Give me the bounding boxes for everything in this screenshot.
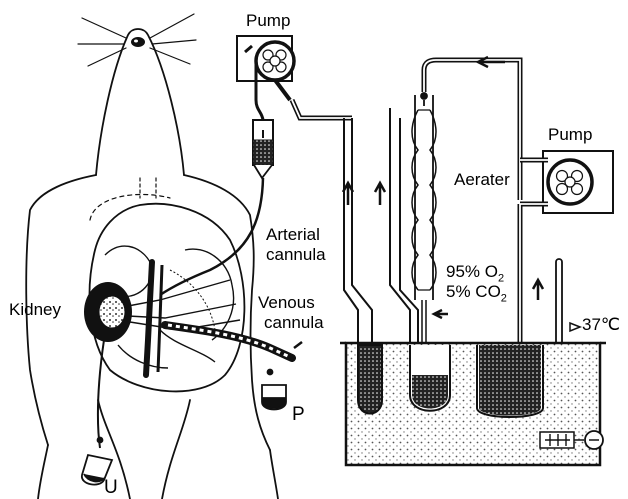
pump-right-label: Pump: [548, 126, 592, 144]
temperature-label: 37℃: [582, 316, 620, 334]
temp-pointer: [570, 323, 580, 331]
bubble-trap: [253, 120, 273, 178]
tube-arterial-line: [160, 178, 263, 295]
kidney-label: Kidney: [9, 301, 61, 319]
aerator-column: [412, 93, 436, 300]
flow-arrow-up-2: [375, 183, 385, 205]
rat-body: [26, 14, 278, 499]
venous-label: Venous: [258, 294, 315, 312]
tube-return-left: [344, 118, 372, 345]
venous-cannula-label: cannula: [264, 314, 324, 332]
tube-bath-1: [358, 345, 382, 414]
gas-arrow: [434, 310, 448, 318]
p-label: P: [292, 405, 305, 425]
gas-co2-label: 5% CO2: [446, 283, 507, 305]
arterial-label: Arterial: [266, 226, 320, 244]
pump-right: [543, 151, 613, 213]
rat-nose: [131, 37, 145, 47]
aorta: [146, 262, 152, 375]
heater: [540, 431, 603, 449]
kidney-organ: [84, 282, 132, 342]
tube-pump-to-reservoir: [292, 100, 352, 118]
u-label: U: [104, 478, 118, 498]
aerater-label: Aerater: [454, 171, 510, 189]
ureter-tube: [98, 340, 104, 448]
flow-arrow-up-3: [533, 280, 543, 300]
pump-top: [237, 36, 294, 81]
pump-top-label: Pump: [246, 12, 290, 30]
arterial-cannula-label: cannula: [266, 246, 326, 264]
